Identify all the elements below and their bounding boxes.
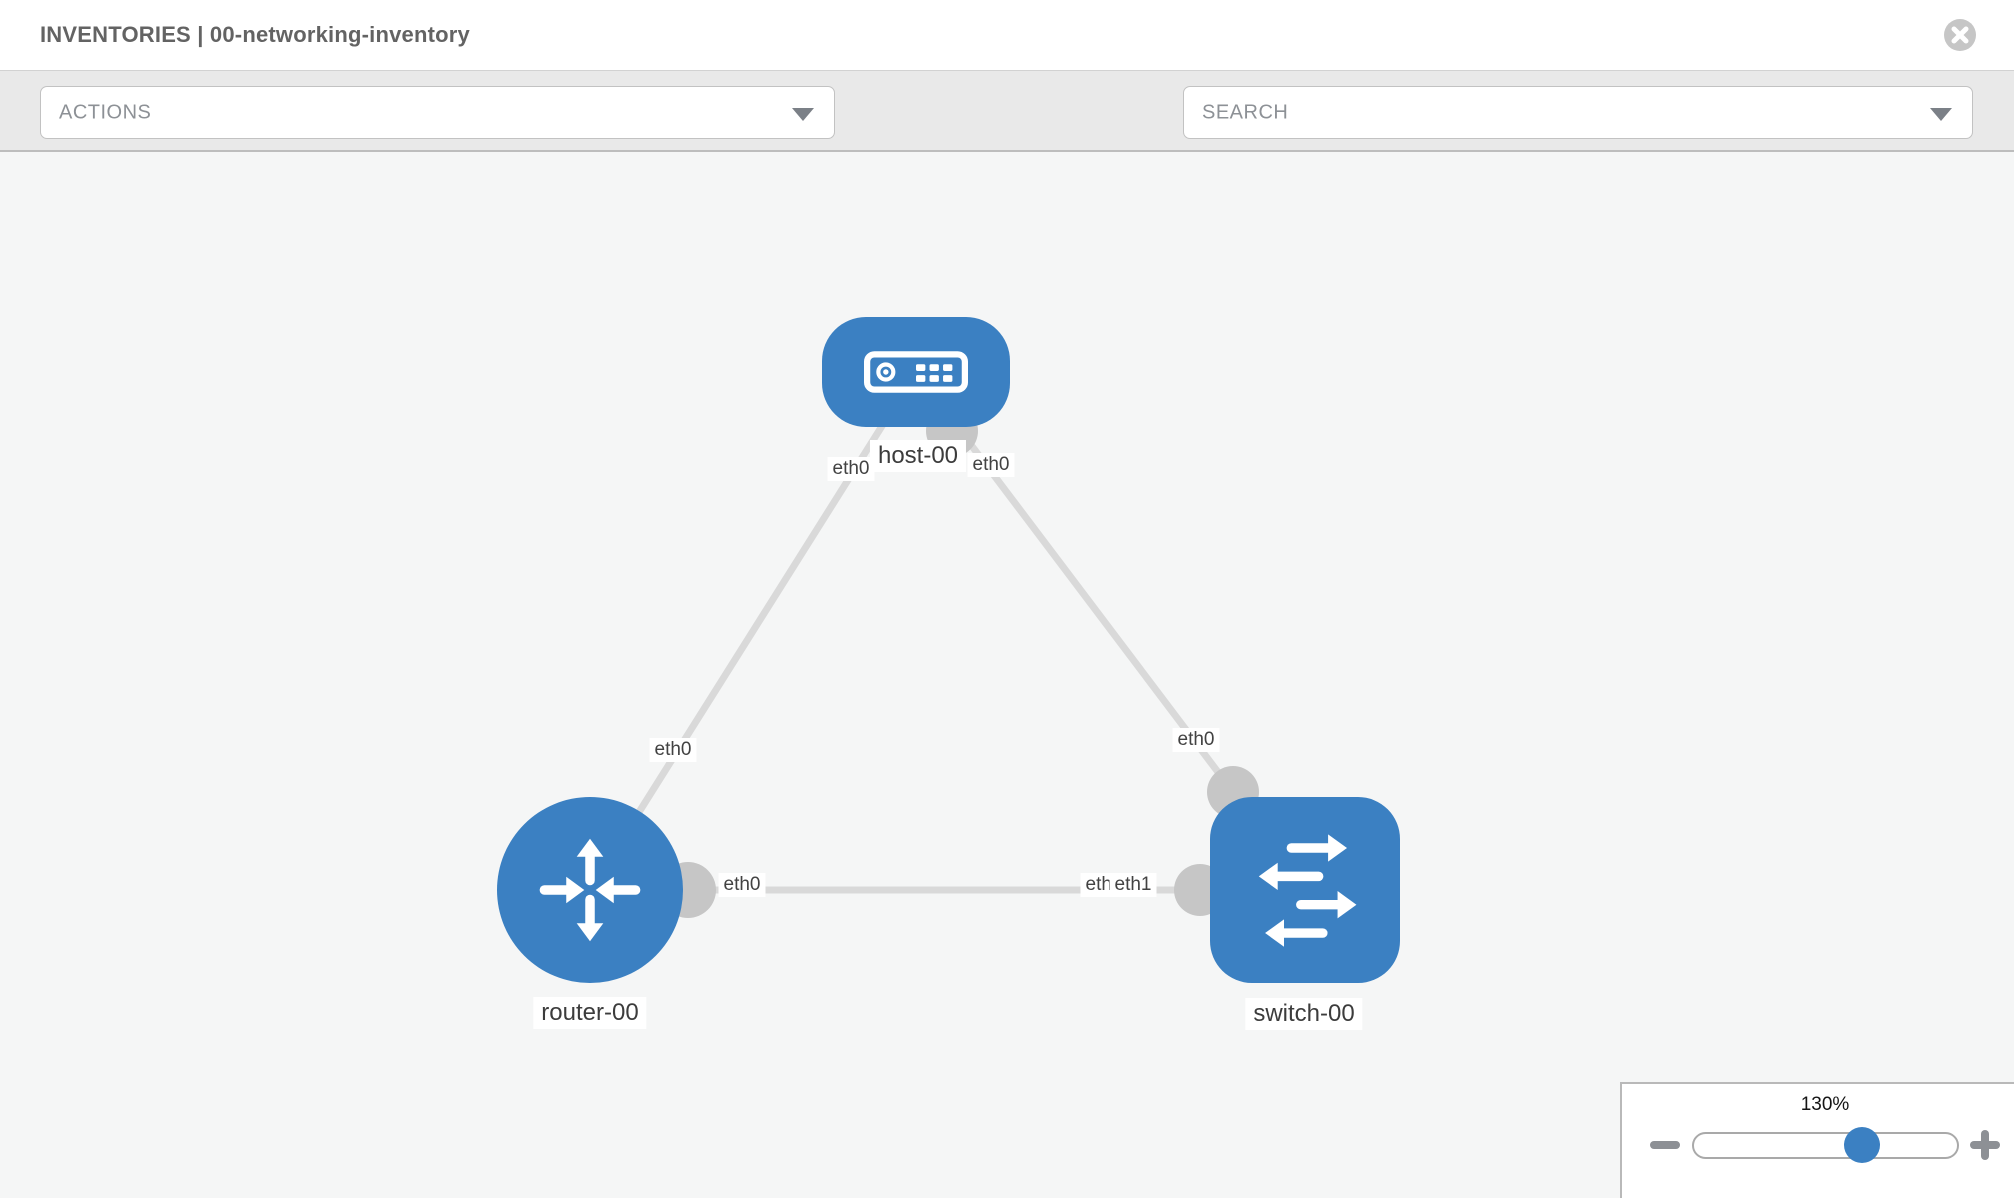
zoom-control-panel: 130%: [1620, 1082, 2014, 1198]
zoom-in-button[interactable]: [1970, 1130, 2000, 1160]
caret-down-icon: [792, 107, 814, 121]
page-title: INVENTORIES | 00-networking-inventory: [40, 22, 470, 47]
caret-down-icon: [1930, 107, 1952, 121]
node-host-00[interactable]: [822, 317, 1010, 427]
node-switch-00[interactable]: [1210, 797, 1400, 983]
search-dropdown-label: SEARCH: [1202, 101, 1289, 123]
zoom-out-button[interactable]: [1650, 1141, 1680, 1149]
toolbar: ACTIONS SEARCH: [0, 71, 2014, 199]
actions-dropdown[interactable]: ACTIONS: [40, 86, 835, 139]
zoom-slider-thumb[interactable]: [1844, 1127, 1881, 1163]
zoom-percent-label: 130%: [1800, 1094, 1850, 1115]
close-icon: [1944, 19, 1976, 51]
search-dropdown[interactable]: SEARCH: [1183, 86, 1973, 139]
node-router-00[interactable]: [497, 797, 683, 983]
close-button[interactable]: [1943, 18, 1977, 52]
topology-diagram: [497, 317, 1400, 983]
actions-dropdown-label: ACTIONS: [59, 101, 152, 123]
breadcrumb-header: INVENTORIES | 00-networking-inventory: [0, 0, 2014, 71]
zoom-slider-track[interactable]: [1692, 1127, 1959, 1163]
